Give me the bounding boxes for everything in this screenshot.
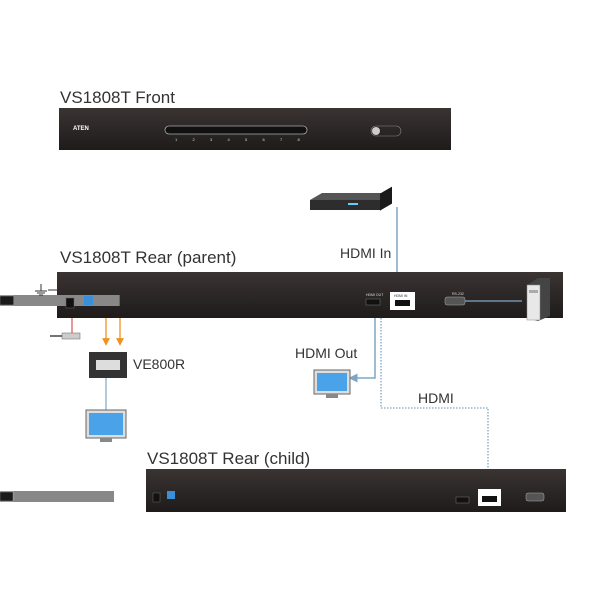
port-number: 7 [280,137,283,142]
rj45-port [0,295,14,306]
port-number: 3 [210,137,213,142]
hdmi-out-label: HDMI Out [295,345,357,361]
hdmi-label: HDMI [418,390,454,406]
port-number: 2 [193,137,196,142]
rj45-port [0,491,14,502]
ve800r-receiver-icon [89,352,127,378]
power-adapter-icon [50,332,81,340]
port-number: 1 [175,137,178,142]
front-title: VS1808T Front [60,88,175,107]
rs232-port [444,296,466,306]
rs232-port-label: RS-232 [452,292,464,296]
cat-ports [0,295,120,306]
front-panel: ATEN 1 2 3 4 5 6 7 8 [59,108,451,150]
power-jack [65,297,75,309]
parent-rear-panel: HDMI OUT HDMI IN RS-232 [0,272,563,318]
hdmi-out-cable [348,318,376,383]
parent-title: VS1808T Rear (parent) [60,248,236,267]
front-display [164,125,308,135]
hdmi-out-monitor-icon [313,369,351,398]
port-number: 4 [228,137,231,142]
computer-icon [526,278,550,321]
dip-switch [84,296,93,305]
hdmi-in-label: HDMI In [340,245,391,261]
hdmi-in-port-label: HDMI IN [394,294,408,298]
child-rs232-port [525,492,545,502]
hdmi-out-port-label: HDMI OUT [366,293,384,297]
hdmi-out-port [365,298,381,306]
child-dip-switch [167,491,175,499]
ground-icon [35,284,57,296]
port-number: 6 [263,137,266,142]
child-cat-ports [0,491,114,502]
child-hdmi-out-port [455,496,470,504]
dvd-player-icon [310,186,392,211]
port-number: 8 [298,137,301,142]
port-number: 5 [245,137,248,142]
port-bank [0,491,114,502]
power-button [372,127,380,135]
port-bank [0,295,120,306]
front-port-numbers: 1 2 3 4 5 6 7 8 [175,137,301,142]
monitor-icon [85,409,127,442]
child-title: VS1808T Rear (child) [147,449,310,468]
child-rear-panel [0,469,566,512]
hdmi-in-port [395,300,410,306]
hdmi-cascade-cable [380,318,492,490]
receiver-label: VE800R [133,356,185,372]
brand-logo: ATEN [73,126,89,132]
